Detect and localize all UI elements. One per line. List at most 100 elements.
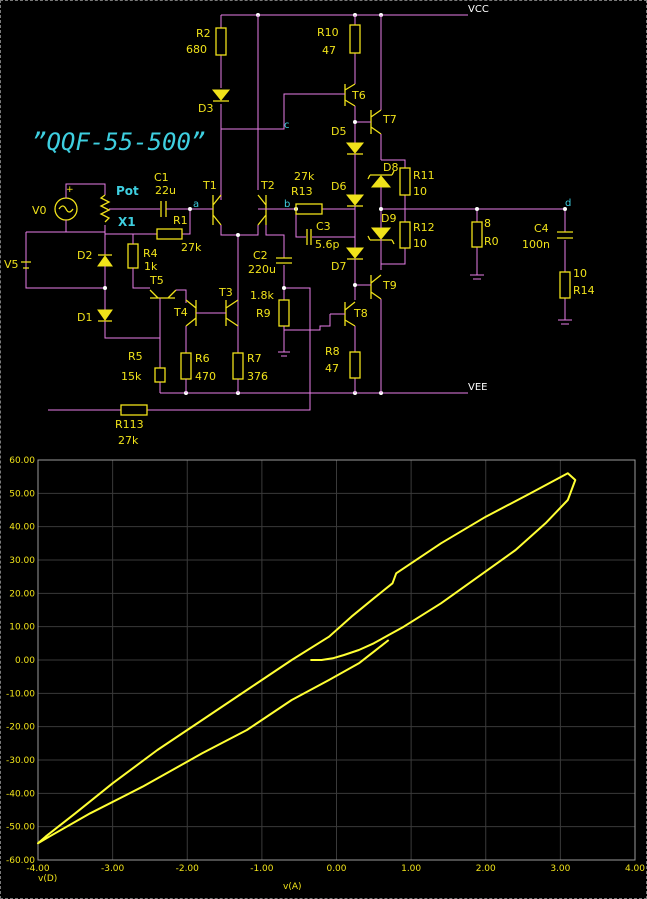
label-T5: T5 <box>149 274 164 287</box>
label-R7: R7 <box>247 352 262 365</box>
x-tick-label: -1.00 <box>250 864 274 874</box>
y-tick-label: -50.00 <box>6 823 35 833</box>
label-V5: V5 <box>4 258 19 271</box>
y-axis-ticks: 60.00 50.00 40.00 30.00 20.00 10.00 0.00 -10.00… <box>6 456 35 866</box>
value-C3: 5.6p <box>315 238 339 251</box>
value-C2: 220u <box>248 263 276 276</box>
x-tick-label: 4.00 <box>625 864 645 874</box>
trace-line <box>37 472 577 845</box>
value-C1: 22u <box>155 184 176 197</box>
value-R0: 8 <box>484 217 491 230</box>
x-tick-label: -2.00 <box>176 864 200 874</box>
label-T3: T3 <box>218 286 233 299</box>
label-C1: C1 <box>154 171 169 184</box>
circuit-title: ”QQF-55-500” <box>32 128 205 156</box>
value-R14: 10 <box>573 267 587 280</box>
x-tick-label: 3.00 <box>550 864 570 874</box>
diode-D1 <box>97 309 113 321</box>
y-tick-label: 10.00 <box>9 623 35 633</box>
vee-label: VEE <box>468 382 487 393</box>
label-R6: R6 <box>195 352 210 365</box>
label-D5: D5 <box>331 125 346 138</box>
capacitor-C2 <box>276 257 292 264</box>
value-R1: 27k <box>181 241 202 254</box>
polarity-plus: + <box>66 185 74 195</box>
y-tick-label: 50.00 <box>9 489 35 499</box>
value-R11: 10 <box>413 185 427 198</box>
y-tick-label: -40.00 <box>6 789 35 799</box>
node-c: c <box>284 120 290 131</box>
label-R0: R0 <box>484 235 499 248</box>
value-R2: 680 <box>186 43 207 56</box>
x-axis-label: v(A) <box>283 882 302 892</box>
resistor-R13 <box>295 203 323 215</box>
label-R12: R12 <box>413 221 435 234</box>
value-C4: 100n <box>522 238 550 251</box>
y-tick-label: -10.00 <box>6 689 35 699</box>
label-R2: R2 <box>196 27 211 40</box>
value-R113: 27k <box>118 434 139 447</box>
value-R7: 376 <box>247 370 268 383</box>
y-tick-label: 20.00 <box>9 589 35 599</box>
resistor-R10 <box>349 24 361 54</box>
label-D2: D2 <box>77 249 92 262</box>
x-tick-label: 0.00 <box>326 864 346 874</box>
y-axis-label: v(D) <box>38 874 57 884</box>
transistor-T1 <box>212 194 222 226</box>
label-C3: C3 <box>316 220 331 233</box>
label-C2: C2 <box>253 249 268 262</box>
label-R13: R13 <box>291 185 313 198</box>
potentiometer[interactable] <box>99 194 111 223</box>
plot-frame <box>37 459 636 861</box>
label-R8: R8 <box>325 345 340 358</box>
value-R10: 47 <box>322 44 336 57</box>
y-tick-label: -60.00 <box>6 856 35 866</box>
y-tick-label: -20.00 <box>6 723 35 733</box>
resistor-R1 <box>156 228 183 240</box>
diode-D3 <box>211 89 231 101</box>
label-T2: T2 <box>260 179 275 192</box>
resistor-R14 <box>559 271 571 299</box>
label-T8: T8 <box>353 307 368 320</box>
resistor-R0 <box>471 221 483 248</box>
y-tick-label: 40.00 <box>9 523 35 533</box>
label-R4: R4 <box>143 247 158 260</box>
label-T9: T9 <box>382 279 397 292</box>
plot-grid <box>37 459 636 861</box>
diode-D5 <box>345 142 365 154</box>
x-tick-label: -3.00 <box>101 864 125 874</box>
pot-label: Pot <box>116 184 139 198</box>
x-tick-label: 2.00 <box>476 864 496 874</box>
transistor-T9 <box>370 274 382 300</box>
x-tick-label: -4.00 <box>26 864 50 874</box>
label-R10: R10 <box>317 26 339 39</box>
resistor-R113 <box>120 404 148 416</box>
label-T7: T7 <box>382 113 397 126</box>
x-axis-ticks: -4.00 -3.00 -2.00 -1.00 0.00 1.00 2.00 3.00 4.00 <box>26 864 645 874</box>
value-R12: 10 <box>413 237 427 250</box>
y-tick-label: 60.00 <box>9 456 35 466</box>
value-R6: 470 <box>195 370 216 383</box>
label-T1: T1 <box>202 179 217 192</box>
value-R9: 1.8k <box>250 289 274 302</box>
value-R4: 1k <box>144 260 158 273</box>
capacitor-C3 <box>306 229 312 245</box>
transistor-T6 <box>344 83 356 107</box>
schematic-diagram: .w { stroke:#e87ee8; stroke-width:1; fil… <box>4 4 595 447</box>
label-R11: R11 <box>413 169 435 182</box>
label-R5: R5 <box>128 350 143 363</box>
label-R1: R1 <box>173 214 188 227</box>
label-T6: T6 <box>351 89 366 102</box>
x-tick-label: 1.00 <box>401 864 421 874</box>
node-a: a <box>193 199 199 210</box>
label-D8: D8 <box>383 161 398 174</box>
resistor-R2 <box>215 27 227 56</box>
label-D9: D9 <box>381 212 396 225</box>
y-tick-label: 0.00 <box>15 656 35 666</box>
diode-D6 <box>345 194 365 206</box>
resistor-R11 <box>399 167 411 196</box>
y-tick-label: 30.00 <box>9 556 35 566</box>
transistor-T2 <box>257 194 267 226</box>
node-b: b <box>284 199 290 210</box>
